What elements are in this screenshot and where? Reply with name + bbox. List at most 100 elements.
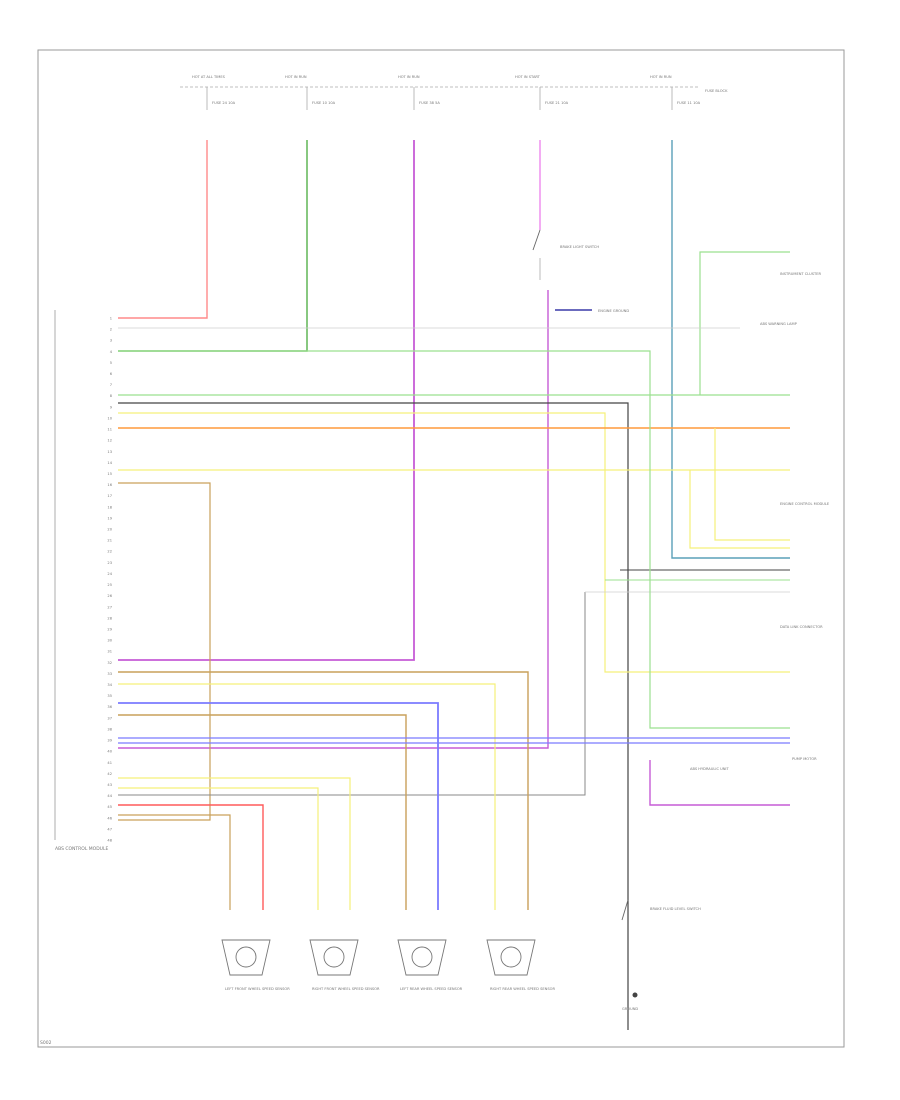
module-pin: 37 <box>107 716 112 720</box>
module-pin: 15 <box>107 472 112 476</box>
fuse-5-top: HOT IN RUN <box>650 75 672 79</box>
fuse-2-rating: FUSE 10 10A <box>312 101 336 105</box>
module-pin: 7 <box>110 383 112 387</box>
module-pin: 24 <box>107 572 112 576</box>
lf-sensor: LEFT FRONT WHEEL SPEED SENSOR <box>221 939 290 991</box>
module-pin: 45 <box>107 805 112 809</box>
fuse-4-rating: FUSE 21 10A <box>545 101 569 105</box>
wire-blue-1 <box>118 702 439 910</box>
rf-sensor-label: RIGHT FRONT WHEEL SPEED SENSOR <box>312 987 380 991</box>
module-pin: 32 <box>107 661 112 665</box>
module-pin: 13 <box>107 450 112 454</box>
module-pin: 18 <box>107 505 112 509</box>
module-pin: 25 <box>107 583 112 587</box>
module-pin: 9 <box>110 405 113 409</box>
figure-id: S002 <box>40 1040 52 1046</box>
module-pin: 20 <box>107 528 112 532</box>
fuse-1-rating: FUSE 24 10A <box>212 101 236 105</box>
module-pin: 30 <box>107 639 112 643</box>
wire-yellow-1 <box>118 412 790 673</box>
module-pin: 40 <box>107 750 112 754</box>
wire-tan-1 <box>118 482 211 821</box>
module-pin: 2 <box>110 328 112 332</box>
module-pin: 47 <box>107 827 112 831</box>
wire-red-2 <box>118 804 264 910</box>
module-pin: 39 <box>107 739 112 743</box>
module-pin: 5 <box>110 361 112 365</box>
module-pin: 43 <box>107 783 112 787</box>
brake-light-switch-label: BRAKE LIGHT SWITCH <box>560 245 599 249</box>
brake-fluid-switch-label: BRAKE FLUID LEVEL SWITCH <box>650 907 701 911</box>
fuse-4: HOT IN START FUSE 21 10A <box>515 75 569 110</box>
wire-violet-2 <box>118 290 549 749</box>
module-pin: 33 <box>107 672 112 676</box>
wire-yellow-ecm <box>714 428 790 541</box>
hydraulic-unit-label: ABS HYDRAULIC UNIT <box>690 767 729 771</box>
wire-tan-3 <box>118 714 407 910</box>
wire-green-feed <box>118 140 308 352</box>
module-pin: 17 <box>107 494 112 498</box>
module-pin: 29 <box>107 628 112 632</box>
module-pin: 27 <box>107 605 112 609</box>
lf-sensor-label: LEFT FRONT WHEEL SPEED SENSOR <box>225 987 290 991</box>
fuse-3-top: HOT IN RUN <box>398 75 420 79</box>
module-pin: 41 <box>107 761 112 765</box>
brake-light-switch: BRAKE LIGHT SWITCH <box>532 229 599 280</box>
rr-sensor: RIGHT REAR WHEEL SPEED SENSOR <box>486 939 555 991</box>
fuse-5: HOT IN RUN FUSE 11 10A <box>650 75 701 110</box>
engine-ground-label: ENGINE GROUND <box>598 309 629 313</box>
module-pin: 4 <box>110 350 113 354</box>
wire-yellow-5 <box>118 787 319 910</box>
instr-cluster-label: INSTRUMENT CLUSTER <box>780 272 821 276</box>
fuse-3-rating: FUSE 38 5A <box>419 101 440 105</box>
module-pin: 35 <box>107 694 112 698</box>
wire-lightgreen-long <box>118 350 790 729</box>
module-pin: 46 <box>107 816 112 820</box>
ground-label: GROUND <box>622 1007 638 1011</box>
module-pin: 23 <box>107 561 112 565</box>
lr-sensor: LEFT REAR WHEEL SPEED SENSOR <box>397 939 463 991</box>
data-link-label: DATA LINK CONNECTOR <box>780 625 823 629</box>
module-pin: 16 <box>107 483 112 487</box>
fuse-3: HOT IN RUN FUSE 38 5A <box>398 75 440 110</box>
module-pin: 11 <box>107 428 112 432</box>
module-pin: 28 <box>107 616 112 620</box>
fuse-2-top: HOT IN RUN <box>285 75 307 79</box>
module-pin: 12 <box>107 439 112 443</box>
fuse-4-top: HOT IN START <box>515 75 541 79</box>
module-pin: 38 <box>107 727 112 731</box>
wire-lightgreen-right <box>699 251 790 395</box>
module-pin: 22 <box>107 550 112 554</box>
module-pin: 48 <box>107 839 112 843</box>
module-pin: 31 <box>107 650 112 654</box>
wire-red-feed <box>118 140 208 319</box>
wire-yellow-3 <box>118 683 496 910</box>
module-pins: 1234567891011121314151617181920212223242… <box>107 317 112 843</box>
fuse-block-label: FUSE BLOCK <box>705 89 728 93</box>
module-pin: 26 <box>107 594 112 598</box>
wire-gray-ecm <box>118 592 586 796</box>
warn-lamp-label: ABS WARNING LAMP <box>760 322 798 326</box>
wire-tan-2 <box>118 671 529 910</box>
module-pin: 44 <box>107 794 112 798</box>
wire-tan-4 <box>118 814 231 910</box>
wire-violet-feed <box>118 140 415 661</box>
wire-violet-3 <box>649 760 790 806</box>
wire-black-1 <box>118 402 629 1030</box>
brake-fluid-switch: BRAKE FLUID LEVEL SWITCH GROUND <box>621 899 701 1011</box>
module-pin: 6 <box>110 372 113 376</box>
module-pin: 21 <box>107 539 112 543</box>
module-pin: 10 <box>107 417 112 421</box>
module-pin: 34 <box>107 683 112 687</box>
rf-sensor: RIGHT FRONT WHEEL SPEED SENSOR <box>309 939 380 991</box>
rr-sensor-label: RIGHT REAR WHEEL SPEED SENSOR <box>490 987 555 991</box>
module-pin: 19 <box>107 516 112 520</box>
lr-sensor-label: LEFT REAR WHEEL SPEED SENSOR <box>400 987 463 991</box>
module-pin: 36 <box>107 705 112 709</box>
fuse-2: HOT IN RUN FUSE 10 10A <box>285 75 336 110</box>
module-label: ABS CONTROL MODULE <box>55 846 108 852</box>
wire-yellow-4 <box>118 777 351 910</box>
fuse-1-top: HOT AT ALL TIMES <box>192 75 226 79</box>
fuse-1: HOT AT ALL TIMES FUSE 24 10A <box>192 75 236 110</box>
